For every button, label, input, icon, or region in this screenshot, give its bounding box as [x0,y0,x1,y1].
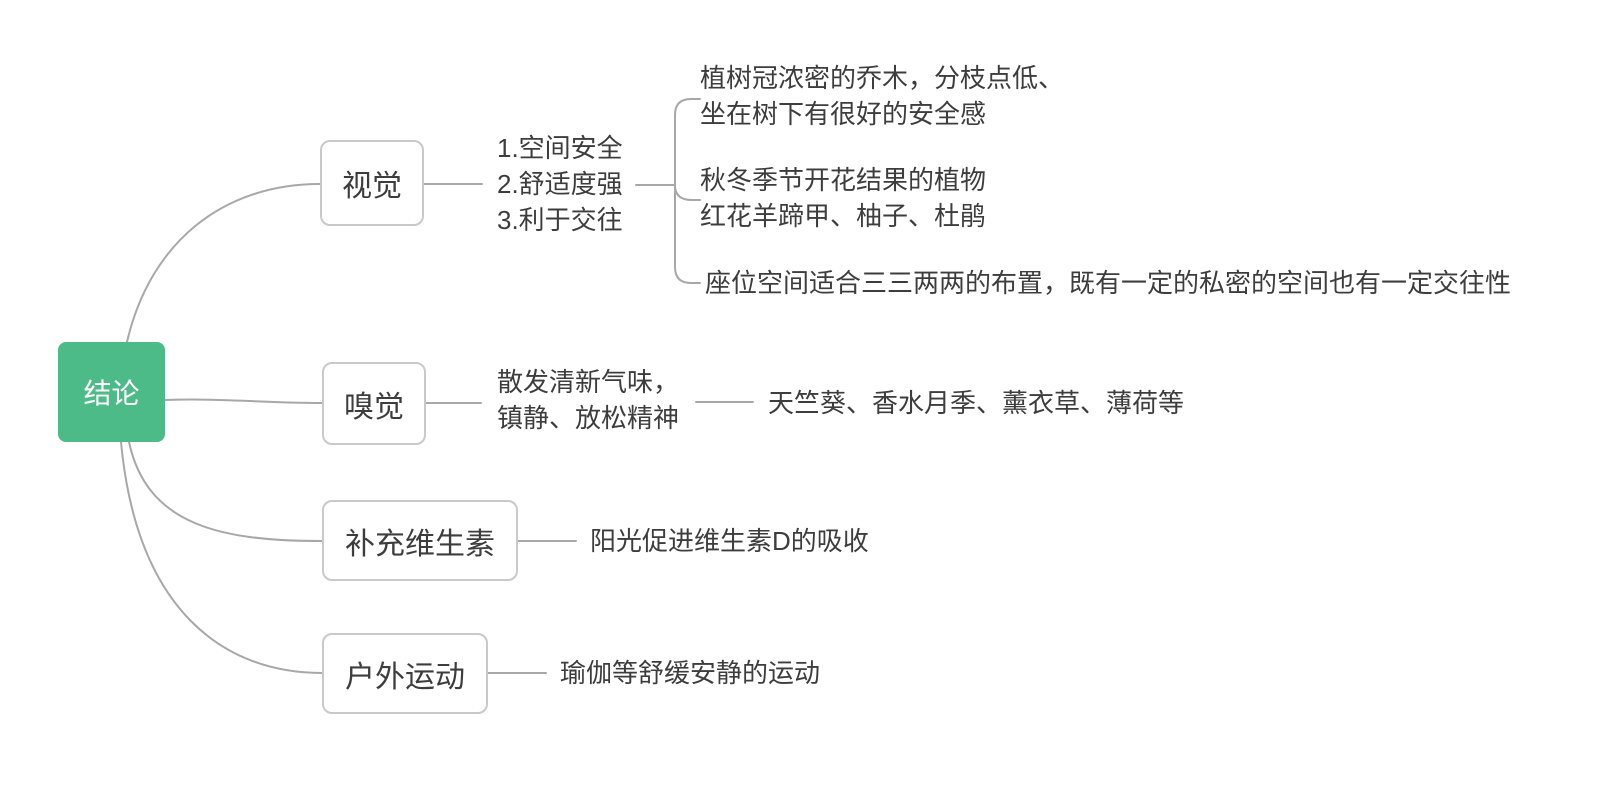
leaf-topic-autumn-plants[interactable]: 秋冬季节开花结果的植物 红花羊蹄甲、柚子、杜鹃 [700,162,986,234]
branch-node-label: 补充维生素 [345,527,495,561]
branch-node-smell[interactable]: 嗅觉 [322,362,426,445]
connector-root-visual [126,183,321,343]
leaf-topic-seating-layout[interactable]: 座位空间适合三三两两的布置，既有一定的私密的空间也有一定交往性 [705,265,1511,301]
branch-node-label: 视觉 [342,170,402,203]
connector-root-vitamin [128,441,323,542]
topic-smell-effect[interactable]: 散发清新气味， 镇静、放松精神 [497,364,679,436]
topic-line: 2.舒适度强 [497,169,623,199]
connector-root-sport [120,441,323,674]
topic-line: 镇静、放松精神 [497,403,680,433]
branch-node-label: 户外运动 [345,660,465,694]
root-node-label: 结论 [83,378,140,409]
topic-visual-points[interactable]: 1.空间安全 2.舒适度强 3.利于交往 [497,130,623,238]
leaf-topic-vitamin-d[interactable]: 阳光促进维生素D的吸收 [590,523,869,559]
branch-node-visual[interactable]: 视觉 [320,140,424,226]
branch-node-label: 嗅觉 [344,390,404,424]
topic-line: 红花羊蹄甲、柚子、杜鹃 [700,201,987,231]
topic-line: 阳光促进维生素D的吸收 [590,526,869,556]
topic-line: 1.空间安全 [497,133,623,163]
connector-root-smell [164,398,323,404]
root-node-conclusion[interactable]: 结论 [58,342,165,442]
topic-line: 散发清新气味， [497,367,680,397]
topic-line: 3.利于交往 [497,205,623,235]
connector-spine-middle-stub [674,186,701,201]
topic-line: 座位空间适合三三两两的布置，既有一定的私密的空间也有一定交往性 [705,268,1512,298]
branch-node-outdoor-exercise[interactable]: 户外运动 [322,633,488,714]
topic-line: 坐在树下有很好的安全感 [700,99,987,129]
branch-node-vitamin[interactable]: 补充维生素 [322,500,518,581]
connector-spine-bracket [674,98,701,284]
topic-line: 秋冬季节开花结果的植物 [700,165,987,195]
topic-line: 瑜伽等舒缓安静的运动 [560,658,821,688]
topic-line: 天竺葵、香水月季、薰衣草、薄荷等 [768,388,1185,418]
leaf-topic-fragrant-plants[interactable]: 天竺葵、香水月季、薰衣草、薄荷等 [768,385,1184,421]
topic-line: 植树冠浓密的乔木，分枝点低、 [700,63,1065,93]
leaf-topic-tree-canopy[interactable]: 植树冠浓密的乔木，分枝点低、 坐在树下有很好的安全感 [700,60,1064,132]
leaf-topic-yoga[interactable]: 瑜伽等舒缓安静的运动 [560,655,820,691]
